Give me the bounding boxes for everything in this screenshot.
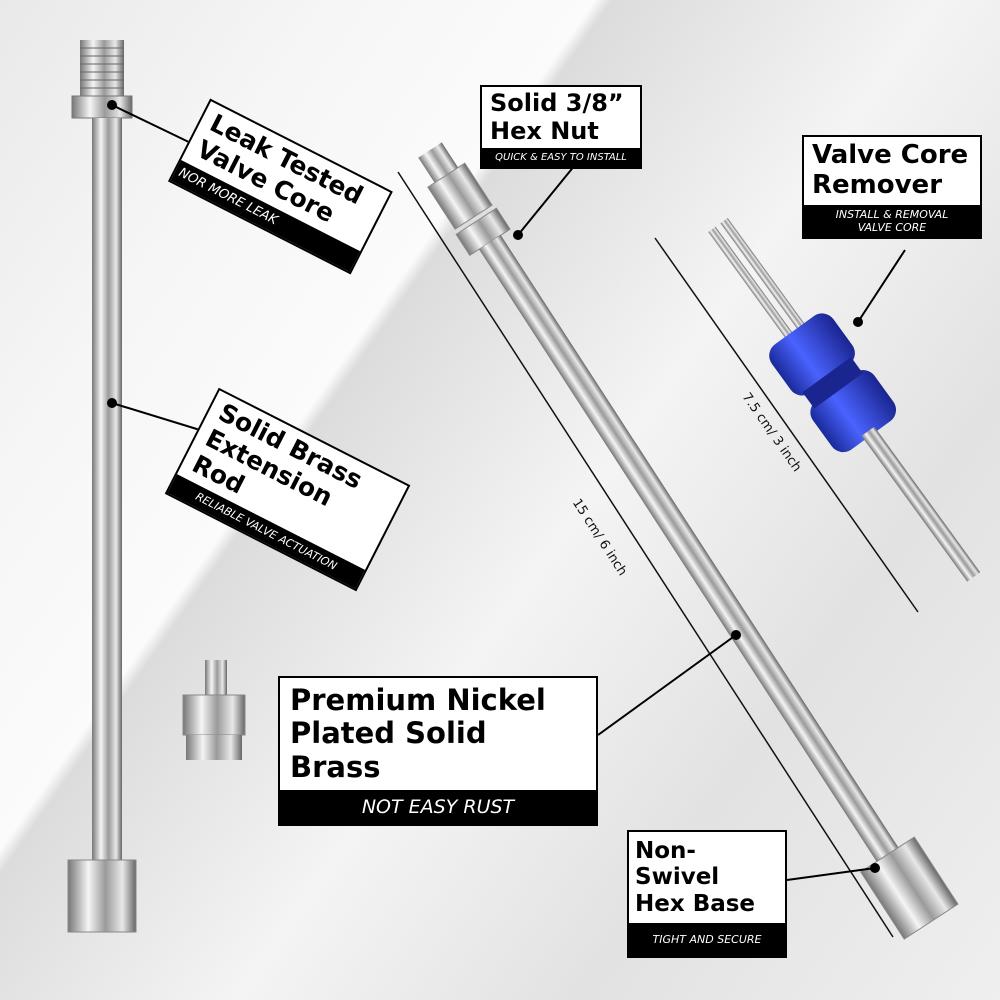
left-extension-rod [67,40,137,933]
label-title: Non-Swivel [635,838,720,891]
label-subtitle: QUICK & EASY TO INSTALL [482,148,640,168]
label-title: Solid 3/8” [490,89,624,117]
label-title: Premium Nickel [290,683,546,717]
dimension-line-long [397,171,894,938]
label-subtitle: INSTALL & REMOVAL [835,207,949,221]
label-title: Hex Nut [490,116,599,145]
leader-lines [107,100,906,881]
middle-extension-rod [418,142,959,940]
label-title: Remover [812,169,943,200]
label-title: Plated Solid Brass [290,716,487,784]
label-subtitle: VALVE CORE [857,220,927,234]
valve-cap [182,660,246,760]
valve-core-remover [708,217,981,582]
label-hex-nut: Solid 3/8”Hex Nut QUICK & EASY TO INSTAL… [480,85,642,170]
label-subtitle: TIGHT AND SECURE [629,923,785,957]
label-subtitle: NOT EASY RUST [280,790,596,825]
label-title: Valve Core [812,140,969,170]
dimension-line-short [654,237,919,613]
label-title: Hex Base [635,890,756,917]
